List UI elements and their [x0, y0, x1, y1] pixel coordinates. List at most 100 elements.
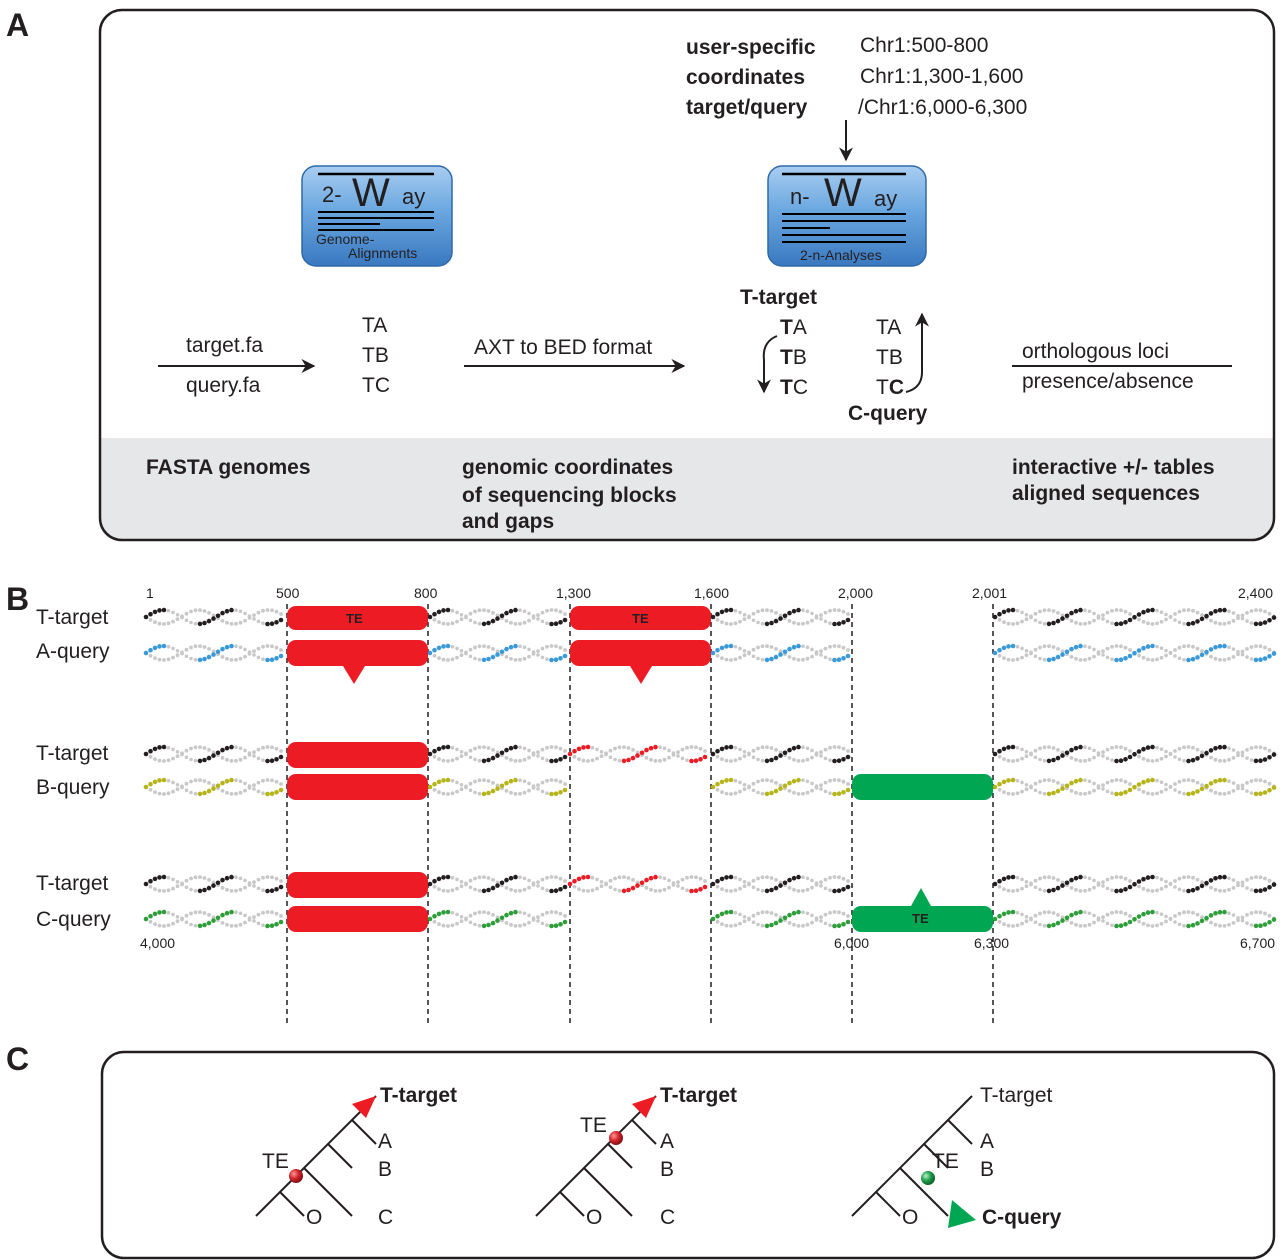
tree-2: [535, 1095, 657, 1217]
row-labels: T-target A-query T-target B-query T-targ…: [36, 606, 111, 931]
te-block-a-1: [287, 640, 428, 666]
footer-tables-1: interactive +/- tables: [1012, 456, 1215, 479]
tick-4000: 4,000: [140, 935, 175, 951]
tick-800: 800: [414, 585, 438, 601]
tick-2400: 2,400: [1238, 585, 1273, 601]
input-target: target.fa: [186, 334, 263, 357]
pair-ta: TA: [362, 314, 387, 337]
row-label-a: A-query: [36, 640, 110, 663]
helix-t3-c: [710, 874, 851, 894]
helix-t3-d: [992, 874, 1277, 894]
panel-a-frame: [98, 8, 1276, 542]
te-block-t1-2: [570, 606, 711, 630]
right-col-3: TC: [876, 376, 904, 399]
helix-t2-c: [710, 744, 851, 764]
te-block-t2: [287, 742, 428, 768]
left-col-2: TB: [780, 346, 807, 369]
c-query-label: C-query: [848, 402, 928, 425]
helix-c-d: [992, 909, 1277, 929]
te-block-b: [287, 774, 428, 800]
axt-label: AXT to BED format: [474, 336, 652, 359]
right-col-1: TA: [876, 316, 901, 339]
row-label-c: C-query: [36, 908, 111, 931]
te-block-c: [287, 906, 428, 932]
panel-b-label: B: [6, 581, 29, 617]
footer-coords-3: and gaps: [462, 510, 554, 533]
tree-3-te: TE: [932, 1150, 959, 1173]
svg-text:Genome-: Genome-: [316, 231, 375, 247]
svg-text:2-n-Analyses: 2-n-Analyses: [800, 247, 882, 263]
te-marker-tree-3: [948, 1200, 976, 1228]
helix-t2-a: [143, 744, 284, 764]
te-ball-tree-2: [609, 1131, 623, 1145]
te-marker-tree-2: [632, 1096, 656, 1118]
helix-b-c: [710, 777, 851, 797]
svg-text:W: W: [352, 171, 390, 215]
tick-6300: 6,300: [974, 935, 1009, 951]
helix-t3-b: [427, 874, 568, 894]
helix-b-a: [143, 777, 284, 797]
left-col-1: TA: [780, 316, 807, 339]
helix-t1-d: [992, 607, 1277, 627]
helix-c-b: [427, 909, 568, 929]
svg-text:Alignments: Alignments: [348, 245, 417, 261]
coords-heading-1: user-specific: [686, 36, 816, 59]
output-top: orthologous loci: [1022, 340, 1169, 363]
helix-t2-d: [992, 744, 1277, 764]
footer-coords-1: genomic coordinates: [462, 456, 673, 479]
tick-1600: 1,600: [694, 585, 729, 601]
helix-t3-red: [567, 874, 708, 894]
tree-1-te: TE: [262, 1150, 289, 1173]
tick-500: 500: [276, 585, 300, 601]
helix-c-c: [710, 909, 851, 929]
helix-a-a: [143, 643, 284, 663]
helix-a-c: [710, 643, 851, 663]
tree-2-o: O: [586, 1206, 602, 1229]
svg-text:TE: TE: [346, 611, 363, 626]
te-block-a-2: [570, 640, 711, 666]
svg-text:ay: ay: [874, 186, 897, 211]
tree-1-a: A: [378, 1130, 392, 1153]
te-ball-tree-3: [921, 1171, 935, 1185]
coords-heading-2: coordinates: [686, 66, 805, 89]
tree-2-te: TE: [580, 1114, 607, 1137]
pair-tc: TC: [362, 374, 390, 397]
footer-tables-2: aligned sequences: [1012, 482, 1200, 505]
row-label-t1: T-target: [36, 606, 109, 629]
coord-2: Chr1:1,300-1,600: [860, 65, 1023, 88]
output-bottom: presence/absence: [1022, 370, 1194, 393]
helix-t2-red: [567, 744, 708, 764]
pair-tb: TB: [362, 344, 389, 367]
svg-text:W: W: [824, 171, 862, 215]
helix-c-a: [143, 909, 284, 929]
green-block-b: [852, 774, 993, 800]
te-marker-tree-1: [352, 1096, 376, 1118]
tree-2-c: C: [660, 1206, 675, 1229]
row-label-t3: T-target: [36, 872, 109, 895]
tree-1-o: O: [306, 1206, 322, 1229]
tree-3-o: O: [902, 1206, 918, 1229]
right-curved-arrow: [905, 312, 929, 393]
tree-2-a: A: [660, 1130, 674, 1153]
svg-text:n-: n-: [790, 184, 810, 209]
tree-1: [255, 1095, 377, 1217]
helix-a-d: [992, 643, 1277, 663]
twoway-logo: 2- W ay Genome- Alignments: [301, 165, 453, 267]
helix-t2-b: [427, 744, 568, 764]
svg-text:TE: TE: [912, 911, 929, 926]
right-col-2: TB: [876, 346, 903, 369]
t-target-label: T-target: [740, 286, 817, 309]
row-label-t2: T-target: [36, 742, 109, 765]
tree-3-cquery: C-query: [982, 1206, 1062, 1229]
footer-coords-2: of sequencing blocks: [462, 484, 677, 507]
tree-2-b: B: [660, 1158, 674, 1181]
te-ball-tree-1: [289, 1169, 303, 1183]
te-block-t1-1: [287, 606, 428, 630]
tree-1-b: B: [378, 1158, 392, 1181]
tree-3-b: B: [980, 1158, 994, 1181]
svg-text:2-: 2-: [322, 182, 342, 207]
te-block-t3: [287, 872, 428, 898]
footer-fasta: FASTA genomes: [146, 456, 311, 479]
tree-3-top: T-target: [980, 1084, 1053, 1107]
